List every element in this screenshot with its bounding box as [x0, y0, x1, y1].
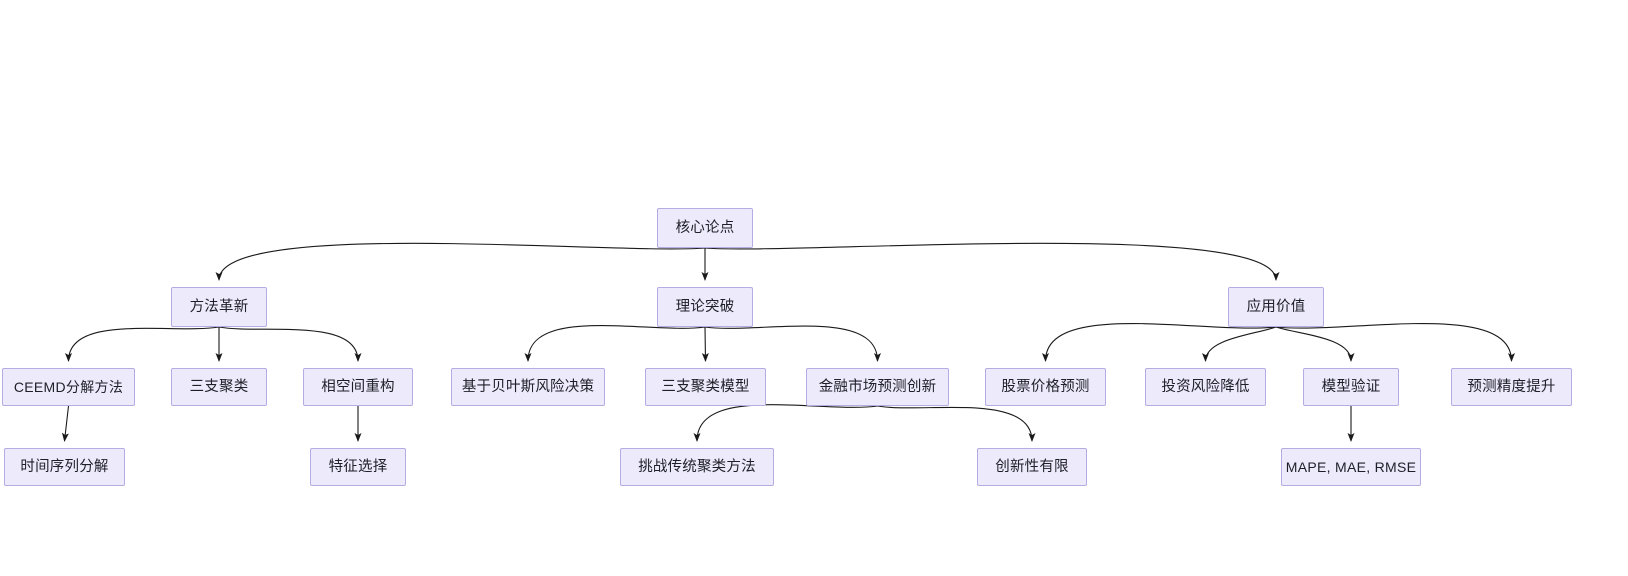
node-feature[interactable]: 特征选择 — [310, 448, 406, 486]
edge-value-to-risk — [1202, 326, 1277, 362]
edge-theory-to-bayes — [524, 325, 706, 362]
node-core[interactable]: 核心论点 — [657, 208, 753, 248]
node-label: 模型验证 — [1321, 378, 1381, 395]
node-three[interactable]: 三支聚类 — [171, 368, 267, 406]
node-label: MAPE, MAE, RMSE — [1285, 459, 1417, 475]
node-label: 投资风险降低 — [1161, 378, 1250, 395]
node-tsdecomp[interactable]: 时间序列分解 — [4, 448, 125, 486]
node-label: 三支聚类模型 — [661, 378, 750, 395]
node-label: CEEMD分解方法 — [13, 379, 124, 395]
node-value[interactable]: 应用价值 — [1228, 287, 1324, 327]
node-verify[interactable]: 模型验证 — [1303, 368, 1399, 406]
node-stock[interactable]: 股票价格预测 — [985, 368, 1106, 406]
edge-theory-to-finance — [704, 325, 881, 362]
edge-finance-to-challenge — [693, 404, 878, 442]
node-limited[interactable]: 创新性有限 — [977, 448, 1087, 486]
edge-finance-to-limited — [877, 405, 1036, 442]
edge-method-to-phase — [218, 326, 362, 362]
node-label: 相空间重构 — [321, 378, 395, 395]
node-label: 预测精度提升 — [1467, 378, 1556, 395]
node-phase[interactable]: 相空间重构 — [303, 368, 413, 406]
node-label: 方法革新 — [189, 298, 249, 315]
node-label: 创新性有限 — [995, 458, 1069, 475]
node-bayes[interactable]: 基于贝叶斯风险决策 — [451, 368, 605, 406]
node-label: 基于贝叶斯风险决策 — [461, 378, 595, 395]
edge-value-to-accuracy — [1275, 323, 1515, 362]
edge-theory-to-threemod — [701, 326, 709, 362]
edge-ceemd-to-tsdecomp — [61, 405, 70, 442]
edge-value-to-stock — [1042, 323, 1277, 362]
node-theory[interactable]: 理论突破 — [657, 287, 753, 327]
node-accuracy[interactable]: 预测精度提升 — [1451, 368, 1572, 406]
node-threemod[interactable]: 三支聚类模型 — [645, 368, 766, 406]
node-finance[interactable]: 金融市场预测创新 — [806, 368, 949, 406]
edge-method-to-ceemd — [65, 326, 220, 362]
node-label: 特征选择 — [328, 458, 388, 475]
node-label: 三支聚类 — [189, 378, 249, 395]
node-label: 挑战传统聚类方法 — [638, 458, 756, 475]
node-label: 应用价值 — [1246, 298, 1306, 315]
node-risk[interactable]: 投资风险降低 — [1145, 368, 1266, 406]
node-label: 股票价格预测 — [1001, 378, 1090, 395]
node-label: 时间序列分解 — [20, 458, 109, 475]
node-challenge[interactable]: 挑战传统聚类方法 — [620, 448, 774, 486]
edge-value-to-verify — [1275, 326, 1355, 362]
node-label: 金融市场预测创新 — [818, 378, 937, 395]
edge-core-to-value — [704, 242, 1280, 281]
node-label: 理论突破 — [675, 298, 735, 315]
node-label: 核心论点 — [675, 219, 735, 236]
node-metrics[interactable]: MAPE, MAE, RMSE — [1281, 448, 1421, 486]
edge-core-to-method — [215, 242, 706, 281]
node-ceemd[interactable]: CEEMD分解方法 — [2, 368, 135, 406]
node-method[interactable]: 方法革新 — [171, 287, 267, 327]
